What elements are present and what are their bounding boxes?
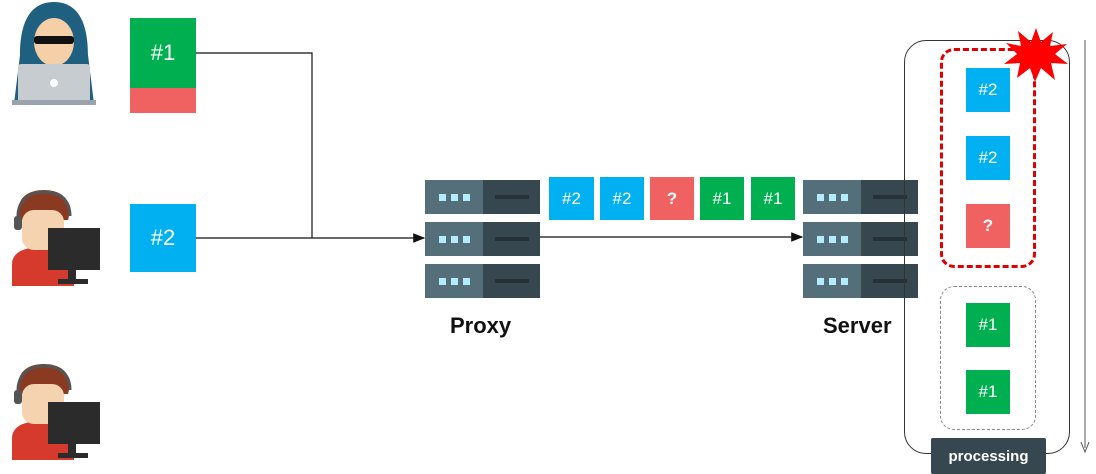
packet-label: ? xyxy=(666,188,678,208)
packet-label: #2 xyxy=(978,148,998,167)
queue-packet: #2 xyxy=(549,177,594,220)
server-packet: #2 xyxy=(966,136,1010,180)
queue-packet: #1 xyxy=(700,177,744,220)
packet-label: ? xyxy=(982,216,994,235)
proxy-server-rack-icon xyxy=(425,180,540,298)
explosion-burst-icon xyxy=(1003,26,1069,84)
packet-label: #2 xyxy=(978,80,998,99)
user-at-computer-icon xyxy=(8,186,103,286)
proxy-label: Proxy xyxy=(450,313,512,338)
packet-label: #2 xyxy=(562,188,581,208)
hacker-to-proxy-line xyxy=(196,52,313,238)
packet-label: #2 xyxy=(612,188,632,208)
server-label: Server xyxy=(823,313,892,338)
processing-tag: processing xyxy=(931,438,1046,474)
malicious-batch-box xyxy=(940,48,1036,268)
packet-label: #1 xyxy=(150,40,176,65)
packet-hacker-payload xyxy=(130,88,196,113)
hooded-hacker-icon xyxy=(4,0,104,106)
queue-packet: #2 xyxy=(600,177,644,220)
packet-user: #2 xyxy=(130,204,196,272)
pending-batch-box xyxy=(940,286,1036,430)
queue-packet: ? xyxy=(650,177,694,220)
server-packet: #2 xyxy=(966,68,1010,112)
packet-label: #1 xyxy=(712,188,732,208)
packet-hacker: #1 xyxy=(130,18,196,88)
processing-label: processing xyxy=(948,447,1029,465)
queue-packet: #1 xyxy=(751,177,795,220)
packet-label: #1 xyxy=(978,315,998,334)
packet-label: #1 xyxy=(978,382,998,401)
user-at-computer-icon xyxy=(8,360,103,460)
packet-label: #2 xyxy=(150,225,176,250)
server-packet: #1 xyxy=(966,370,1010,414)
server-packet: #1 xyxy=(966,303,1010,347)
server-rack-icon xyxy=(803,180,918,298)
server-packet: ? xyxy=(966,204,1010,248)
packet-label: #1 xyxy=(763,188,783,208)
